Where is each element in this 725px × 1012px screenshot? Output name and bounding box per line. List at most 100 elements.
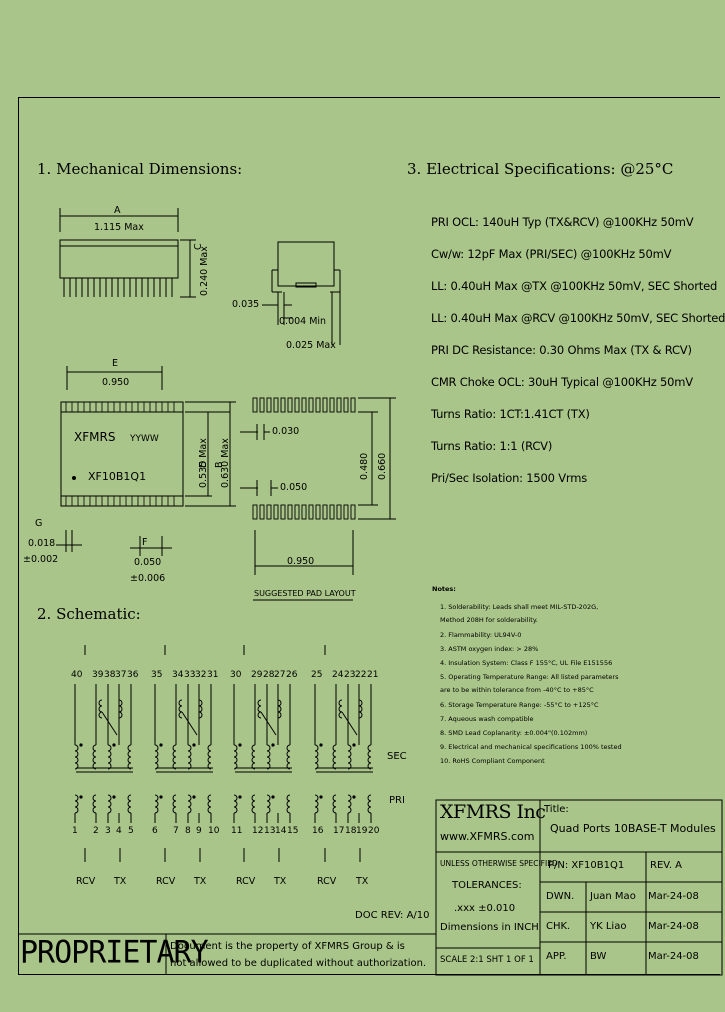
- pin-number: 5: [128, 826, 134, 836]
- pin-number: 13: [264, 826, 276, 836]
- coil-icon: [233, 794, 238, 814]
- polarity-dot-icon: [319, 743, 323, 747]
- polarity-dot-icon: [271, 743, 275, 747]
- app-name: BW: [590, 951, 607, 962]
- coil-icon: [187, 794, 192, 814]
- channel-label: RCV: [76, 876, 96, 887]
- dim-035: 0.035: [232, 299, 260, 310]
- chip-part: XF10B1Q1: [88, 470, 147, 483]
- dwn-name: Juan Mao: [590, 891, 636, 902]
- elec-heading: 3. Electrical Specifications: @25°C: [407, 160, 674, 178]
- title-value: Quad Ports 10BASE-T Modules: [550, 822, 716, 835]
- tolerance-value: .xxx ±0.010: [454, 903, 516, 914]
- coil-icon: [233, 744, 238, 770]
- coil-icon: [266, 794, 271, 814]
- polarity-dot-icon: [192, 795, 196, 799]
- polarity-dot-icon: [159, 743, 163, 747]
- coil-icon: [251, 744, 256, 770]
- choke-line: [260, 711, 277, 736]
- coil-icon: [286, 744, 291, 770]
- spec-line: Pri/Sec Isolation: 1500 Vrms: [431, 471, 588, 485]
- doc-revision: DOC REV: A/10: [355, 910, 430, 921]
- pin-number: 2: [93, 826, 99, 836]
- coil-icon: [367, 744, 372, 770]
- polarity-dot-icon: [319, 795, 323, 799]
- dim-a-label: A: [114, 205, 121, 216]
- dim-a-value: 1.115 Max: [94, 222, 144, 233]
- pin-number: 30: [230, 670, 242, 680]
- coil-icon: [127, 744, 132, 770]
- polarity-dot-icon: [238, 743, 242, 747]
- dim-f-label: F: [142, 537, 148, 548]
- spec-line: Turns Ratio: 1:1 (RCV): [431, 439, 553, 453]
- coil-icon: [98, 699, 103, 719]
- coil-icon: [277, 699, 282, 719]
- pin-number: 4: [116, 826, 122, 836]
- unless-specified: UNLESS OTHERWISE SPECIFIED: [440, 859, 558, 868]
- pin-number: 21: [367, 670, 379, 680]
- pin-number: 6: [152, 826, 158, 836]
- dwn-label: DWN.: [546, 891, 575, 902]
- note-line: are to be within tolerance from -40°C to…: [440, 686, 594, 694]
- dim-030: 0.030: [272, 426, 300, 437]
- coil-icon: [314, 794, 319, 814]
- sec-label: SEC: [387, 751, 407, 762]
- coil-icon: [154, 744, 159, 770]
- coil-icon: [92, 794, 97, 814]
- coil-icon: [332, 744, 337, 770]
- coil-icon: [172, 794, 177, 814]
- chip-date-code: YYWW: [130, 434, 159, 444]
- coil-icon: [74, 744, 79, 770]
- dim-050: 0.050: [280, 482, 308, 493]
- dim-g-value1: 0.018: [28, 538, 56, 549]
- note-line: 5. Operating Temperature Range: All list…: [440, 673, 619, 681]
- app-date: Mar-24-08: [648, 951, 699, 962]
- dwn-date: Mar-24-08: [648, 891, 699, 902]
- pin-number: 24: [332, 670, 344, 680]
- dim-025: 0.025 Max: [286, 340, 336, 351]
- coil-icon: [207, 744, 212, 770]
- note-line: 10. RoHS Compliant Component: [440, 757, 545, 765]
- dim-004: 0.004 Min: [279, 316, 327, 327]
- revision: REV. A: [650, 860, 683, 871]
- coil-icon: [338, 699, 343, 719]
- pin-number: 8: [185, 826, 191, 836]
- pin-number: 25: [311, 670, 323, 680]
- chk-date: Mar-24-08: [648, 921, 699, 932]
- channel-label: TX: [274, 876, 287, 887]
- tolerances-label: TOLERANCES:: [452, 880, 522, 891]
- coil-icon: [358, 699, 363, 719]
- coil-icon: [154, 794, 159, 814]
- coil-icon: [178, 699, 183, 719]
- coil-icon: [118, 699, 123, 719]
- company-website: www.XFMRS.com: [440, 830, 535, 843]
- polarity-dot-icon: [112, 795, 116, 799]
- coil-icon: [127, 794, 132, 814]
- note-line: 7. Aqueous wash compatible: [440, 715, 534, 723]
- drawing-sheet: [18, 97, 720, 975]
- pin-number: 12: [252, 826, 264, 836]
- channel-label: RCV: [236, 876, 256, 887]
- channel-label: TX: [356, 876, 369, 887]
- pin-number: 10: [208, 826, 220, 836]
- note-line: 2. Flammability: UL94V-0: [440, 631, 522, 639]
- pin-number: 29: [251, 670, 263, 680]
- note-line: 8. SMD Lead Coplanarity: ±0.004"(0.102mm…: [440, 729, 588, 737]
- scale-sheet: SCALE 2:1 SHT 1 OF 1: [440, 955, 534, 965]
- coil-icon: [107, 794, 112, 814]
- channel-label: RCV: [156, 876, 176, 887]
- dim-e-label: E: [112, 358, 119, 369]
- coil-icon: [74, 794, 79, 814]
- note-line: 3. ASTM oxygen index: > 28%: [440, 645, 539, 653]
- notes-title: Notes:: [432, 585, 456, 593]
- pin-number: 15: [287, 826, 299, 836]
- pin-number: 27: [274, 670, 286, 680]
- schematic-heading: 2. Schematic:: [37, 605, 141, 623]
- polarity-dot-icon: [192, 743, 196, 747]
- dim-e-value: 0.950: [102, 377, 130, 388]
- proprietary-text-2: not allowed to be duplicated without aut…: [170, 958, 427, 969]
- coil-icon: [198, 699, 203, 719]
